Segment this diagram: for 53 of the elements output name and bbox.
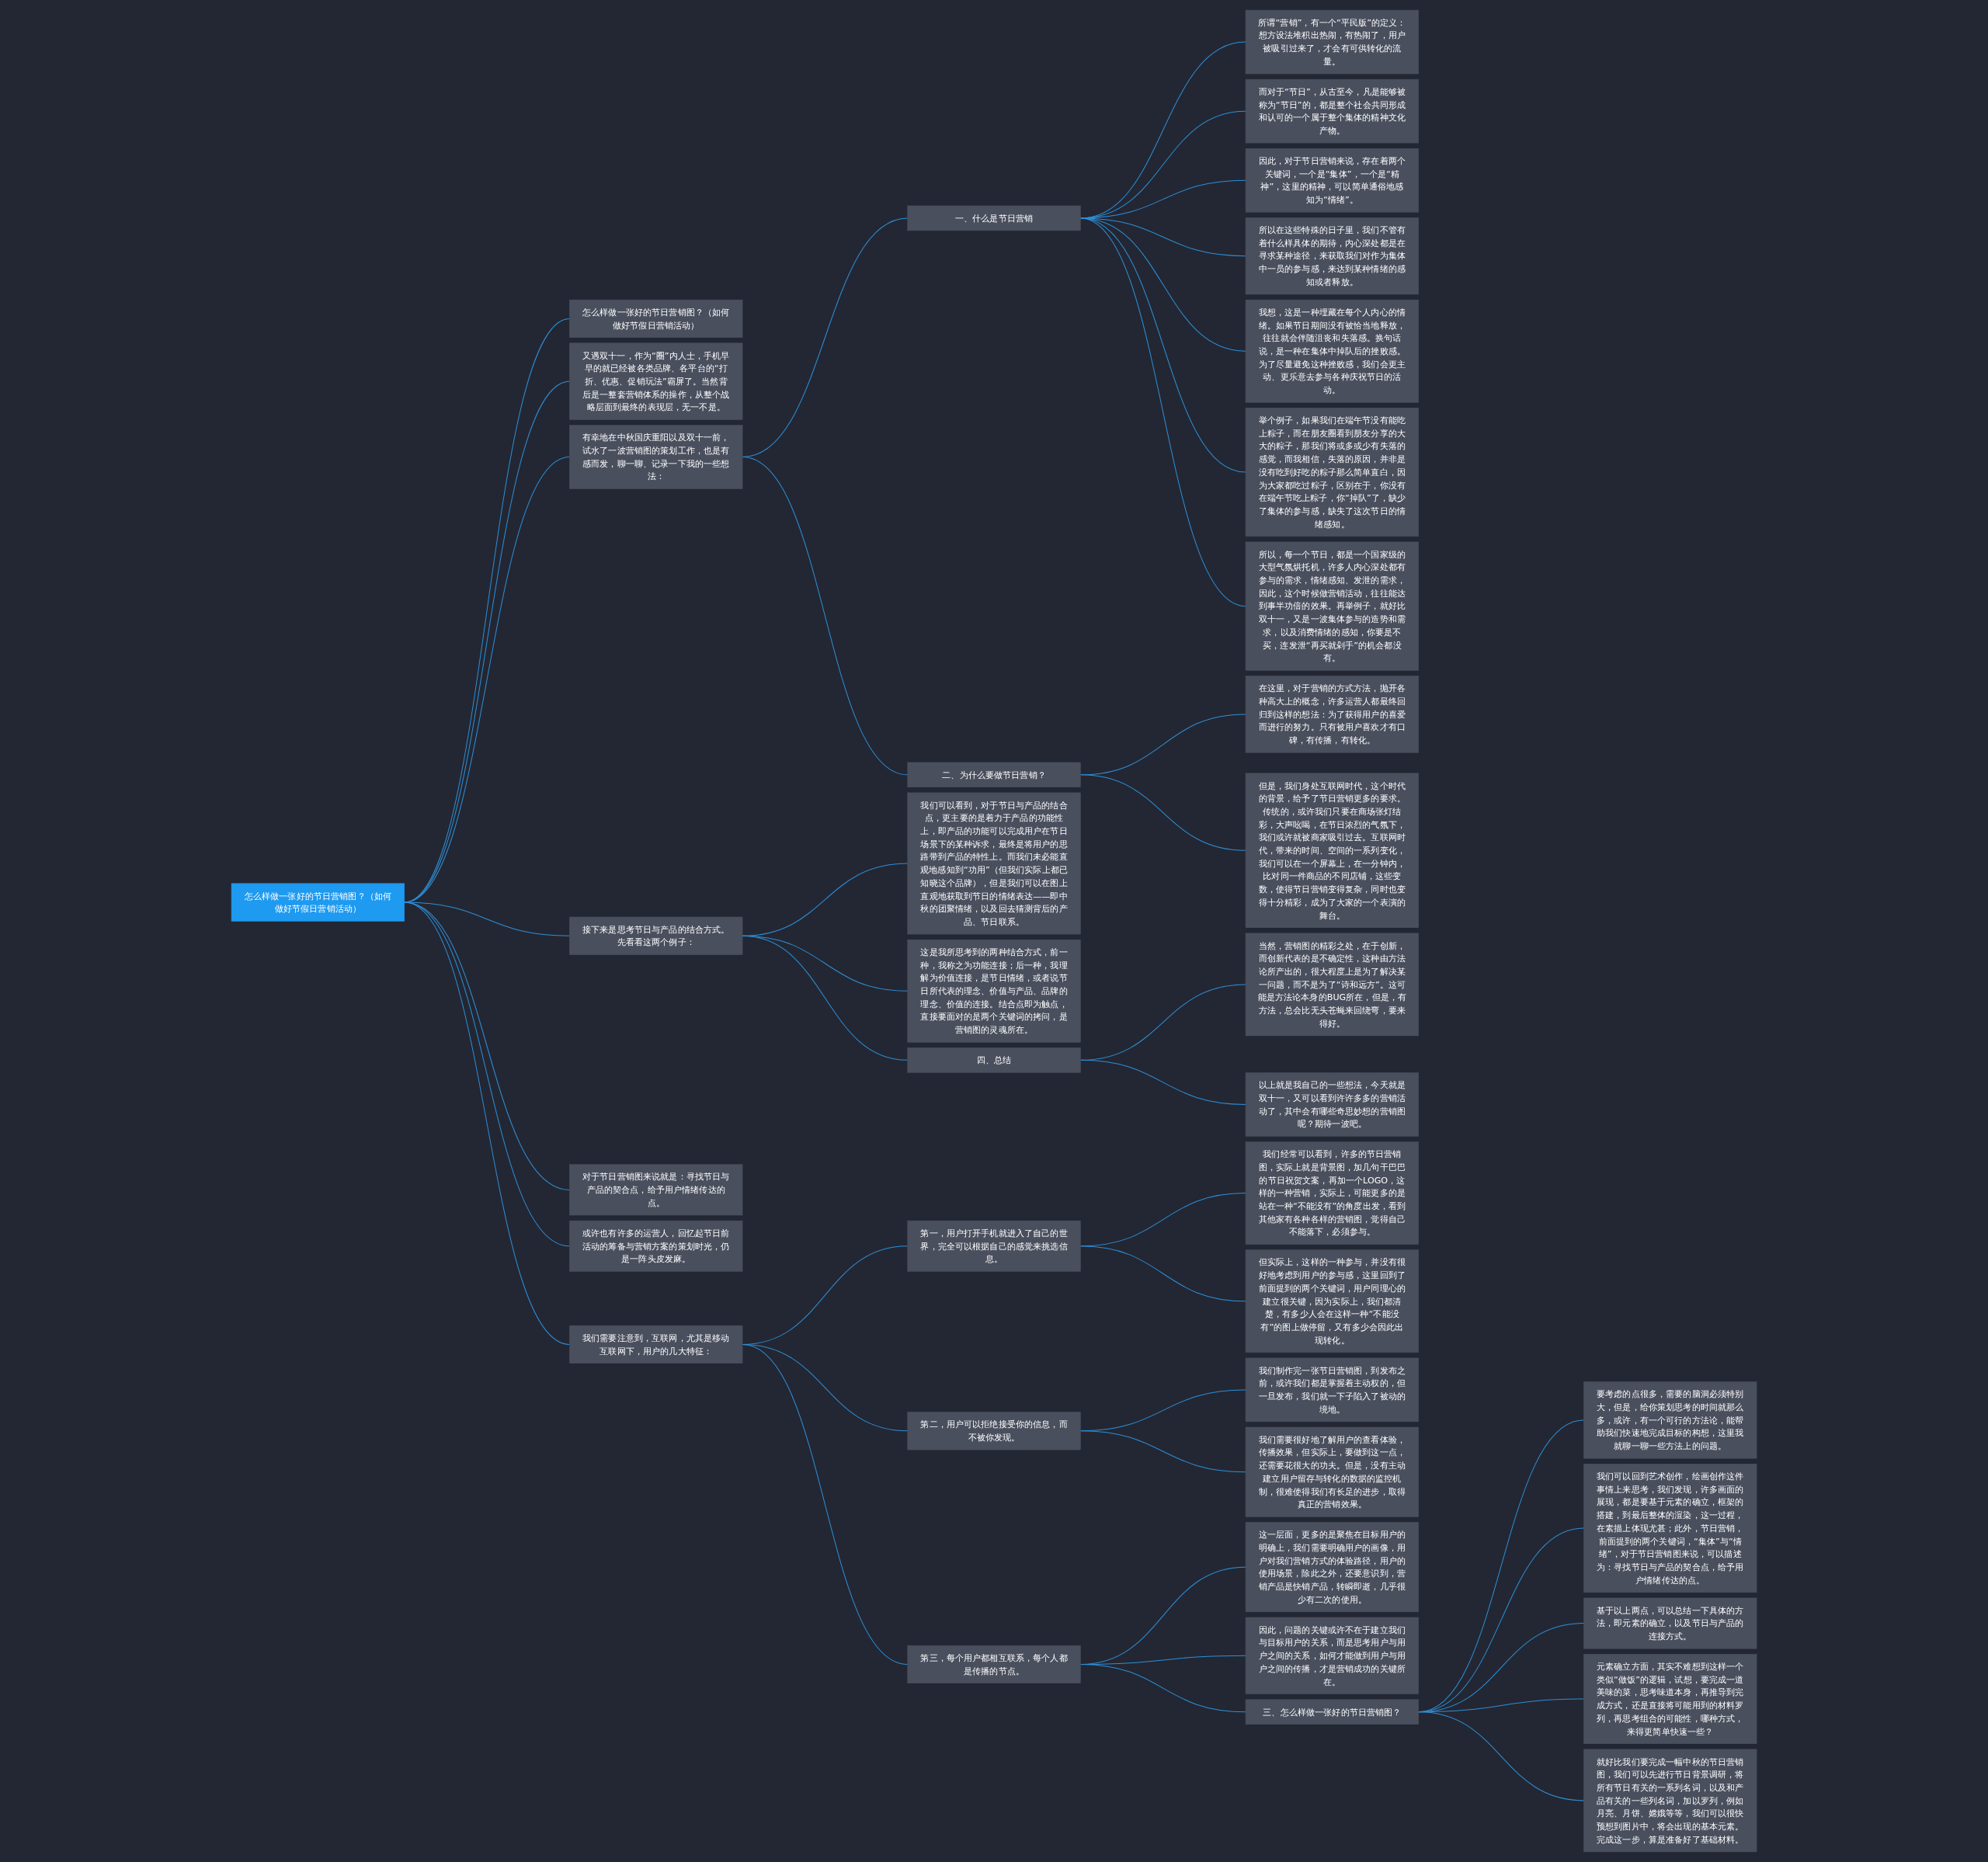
connector [404, 901, 570, 1247]
connector [1079, 1245, 1246, 1302]
node-box: 怎么样做一张好的节日营销图？（如何做好节假日营销活动） [569, 299, 743, 338]
node-box: 因此，对于节日营销来说，存在着两个关键词，一个是“集体”，一个是“精神”，这里的精神，可以简单通俗地感知为“情绪”。 [1245, 148, 1419, 213]
connector [742, 1343, 909, 1665]
node-box: 第三，每个用户都相互联系，每个人都是传播的节点。 [907, 1645, 1081, 1684]
node-box: 三、怎么样做一张好的节日营销图？ [1245, 1699, 1419, 1725]
connector [1079, 1663, 1246, 1713]
node-box: 所以在这些特殊的日子里，我们不管有着什么样具体的期待，内心深处都是在寻求某种途径，来获取我们对作为集体中一员的参与感，来达到某种情绪的感知或者释放。 [1245, 217, 1419, 295]
node-box: 所谓“营销”，有一个“平民版”的定义：想方设法堆积出热闹，有热闹了，用户被吸引过来了，才会有可供转化的流量。 [1245, 9, 1419, 75]
node-box: 我们需要很好地了解用户的查看体验，传播效果，但实际上，要做到这一点，还需要花很大的功夫。但是，没有主动建立用户留存与转化的数据的监控机制，很难使得我们有长足的进步，取得真正的营销效果。 [1245, 1426, 1419, 1517]
node-box: 或许也有许多的运营人，回忆起节日前活动的筹备与营销方案的策划时光，仍是一阵头皮发麻。 [569, 1220, 743, 1272]
node-box: 我们制作完一张节日营销图，到发布之前，或许我们都是掌握着主动权的，但一旦发布，我们就一下子陷入了被动的境地。 [1245, 1357, 1419, 1423]
node-box: 所以，每一个节日，都是一个国家级的大型气氛烘托机，许多人内心深处都有参与的需求，情绪感知、发泄的需求，因此，这个时候做营销活动，往往能达到事半功倍的效果。再举例子，就好比双十一，又是一波集体参与的造势和需求，以及消费情绪的感知，你要是不买，连发泄“再买就剁手”的机会都没有。 [1245, 541, 1419, 671]
connector [404, 901, 570, 936]
node-box: 我们可以回到艺术创作，绘画创作这件事情上来思考，我们发现，许多画面的展现，都是要基于元素的确立，框架的搭建，到最后整体的渲染，这一过程，在素描上体现尤甚；此外，节日营销，前面提到的两个关键词，“集体”与“情绪”，对于节日营销图来说，可以描述为：寻找节日与产品的契合点，给予用户情绪传达的点。 [1583, 1464, 1757, 1593]
connector [1079, 1059, 1246, 1105]
node-box: 四、总结 [907, 1047, 1081, 1073]
connector [404, 901, 570, 1345]
node-box: 因此，问题的关键或许不在于建立我们与目标用户的关系，而是思考用户与用户之间的关系，如何才能做到用户与用户之间的传播，才是营销成功的关键所在。 [1245, 1617, 1419, 1694]
connector [1079, 1430, 1246, 1473]
node-box: 举个例子，如果我们在端午节没有能吃上粽子，而在朋友圈看到朋友分享的大大的粽子，那我们将或多或少有失落的感觉，而我相信，失落的原因，并非是没有吃到好吃的粽子那么简单直白，因为大家都吃过粽子，区别在于，你没有在端午节吃上粽子，你“掉队”了，缺少了集体的参与感，缺失了这次节日的情绪感知。 [1245, 408, 1419, 537]
node-box: 我们经常可以看到，许多的节日营销图，实际上就是背景图，加几句干巴巴的节日祝贺文案，再加一个LOGO，这样的一种营销，实际上，可能更多的是站在一种“不能没有”的角度出发，看到其他家有各种各样的营销图，觉得自己不能落下，必须参与。 [1245, 1141, 1419, 1245]
connector [742, 935, 909, 1061]
connector [1418, 1711, 1584, 1801]
node-box: 对于节日营销图来说就是：寻找节日与产品的契合点，给予用户情绪传达的点。 [569, 1164, 743, 1216]
connector [404, 901, 570, 1190]
node-box: 我们需要注意到，互联网，尤其是移动互联网下，用户的几大特征： [569, 1325, 743, 1363]
node-box: 怎么样做一张好的节日营销图？（如何做好节假日营销活动） [231, 883, 405, 922]
node-box: 当然，营销图的精彩之处，在于创新，而创新代表的是不确定性，这种由方法论所产出的，很大程度上是为了解决某一问题，而不是为了“诗和远方”。这可能是方法论本身的BUG所在，但是，有方法，总会比无头苍蝇来回绕弯，要来得好。 [1245, 933, 1419, 1037]
node-box: 要考虑的点很多，需要的脑洞必须特别大，但是，给你策划思考的时间就那么多，或许，有一个可行的方法论，能帮助我们快速地完成目标的构想，这里我就聊一聊一些方法上的问题。 [1583, 1381, 1757, 1459]
node-box: 我想，这是一种埋藏在每个人内心的情绪。如果节日期间没有被恰当地释放，往往就会伴随沮丧和失落感。换句话说，是一种在集体中掉队后的挫败感。为了尽量避免这种挫败感，我们会更主动、更乐意去参与各种庆祝节日的活动。 [1245, 299, 1419, 403]
node-box: 在这里，对于营销的方式方法，抛开各种高大上的概念，许多运营人都最终回归到这样的想法：为了获得用户的喜爱而进行的努力。只有被用户喜欢才有口碑，有传播，有转化。 [1245, 676, 1419, 753]
node-box: 而对于“节日”，从古至今，凡是能够被称为“节日”的，都是整个社会共同形成和认可的一个属于整个集体的精神文化产物。 [1245, 78, 1419, 144]
node-box: 第一，用户打开手机就进入了自己的世界，完全可以根据自己的感觉来挑选信息。 [907, 1220, 1081, 1272]
node-box: 我们可以看到，对于节日与产品的结合点，更主要的是着力于产品的功能性上，即产品的功能可以完成用户在节日场景下的某种诉求，最终是将用户的思路带到产品的特性上。而我们未必能直观地感知到“功用”（但我们实际上都已知晓这个品牌），但是我们可以在图上直观地获取到节日的情绪表达——即中秋的团聚情绪，以及回去猜测背后的产品、节日联系。 [907, 792, 1081, 935]
node-box: 又遇双十一，作为“圈”内人士，手机早早的就已经被各类品牌、各平台的“打折、优惠、促销玩法”霸屏了。当然背后是一整套营销体系的操作，从整个战略层面到最终的表现层，无一不是。 [569, 342, 743, 420]
node-box: 但实际上，这样的一种参与，并没有很好地考虑到用户的参与感，这里回到了前面提到的两个关键词，用户同理心的建立很关键，因为实际上，我们都清楚，有多少人会在这样一种“不能没有”的图上做停留，又有多少会因此出现转化。 [1245, 1249, 1419, 1353]
node-box: 第二，用户可以拒绝接受你的信息，而不被你发现。 [907, 1412, 1081, 1450]
connector [1079, 774, 1246, 851]
connector [742, 457, 909, 776]
node-box: 这是我所思考到的两种结合方式，前一种，我称之为功能连接；后一种，我理解为价值连接，是节日情绪，或者说节日所代表的理念、价值与产品、品牌的理念、价值的连接。结合点即为触点，直接要面对的是两个关键词的拷问，是营销图的灵魂所在。 [907, 939, 1081, 1043]
node-box: 二、为什么要做节日营销？ [907, 762, 1081, 788]
node-box: 元素确立方面，其实不难想到这样一个类似“做饭”的逻辑，试想，要完成一道美味的菜，思考味道本身，再推导到完成方式，还是直接将可能用到的材料罗列，再思考组合的可能性，哪种方式，来得更简单快速一些？ [1583, 1654, 1757, 1744]
connector [1079, 217, 1246, 607]
node-box: 一、什么是节日营销 [907, 205, 1081, 231]
node-box: 有幸地在中秋国庆重阳以及双十一前，试水了一波营销图的策划工作，也是有感而发，聊一聊、记录一下我的一些想法： [569, 425, 743, 489]
node-box: 接下来是思考节日与产品的结合方式。先看看这两个例子： [569, 916, 743, 955]
node-box: 以上就是我自己的一些想法，今天就是双十一，又可以看到许许多多的营销活动了，其中会有哪些奇思妙想的营销图呢？期待一波吧。 [1245, 1072, 1419, 1137]
node-box: 这一层面，更多的是聚焦在目标用户的明确上，我们需要明确用户的画像，用户对我们营销方式的体验路径，用户的使用场景，除此之外，还要意识到，营销产品是快销产品，转瞬即逝，几乎很少有二次的使用。 [1245, 1522, 1419, 1613]
node-box: 就好比我们要完成一幅中秋的节日营销图，我们可以先进行节日背景调研，将所有节日有关的一系列名词，以及和产品有关的一些列名词，加以罗列，例如月亮、月饼、嫦娥等等，我们可以很快预想到图片中，将会出现的基本元素。完成这一步，算是准备好了基础材料。 [1583, 1749, 1757, 1853]
node-box: 基于以上两点，可以总结一下具体的方法，即元素的确立，以及节日与产品的连接方式。 [1583, 1597, 1757, 1649]
node-box: 但是，我们身处互联网时代，这个时代的背景，给予了节日营销更多的要求。传统的，或许我们只要在商场张灯结彩，大声吆喝，在节日浓烈的气氛下，我们或许就被商家吸引过去。互联网时代，带来的时间、空间的一系列变化，我们可以在一个屏幕上，在一分钟内，比对同一件商品的不同店铺，这些变数，使得节日营销变得复杂，同时也变得十分精彩，成为了大家的一个表演的舞台。 [1245, 773, 1419, 928]
